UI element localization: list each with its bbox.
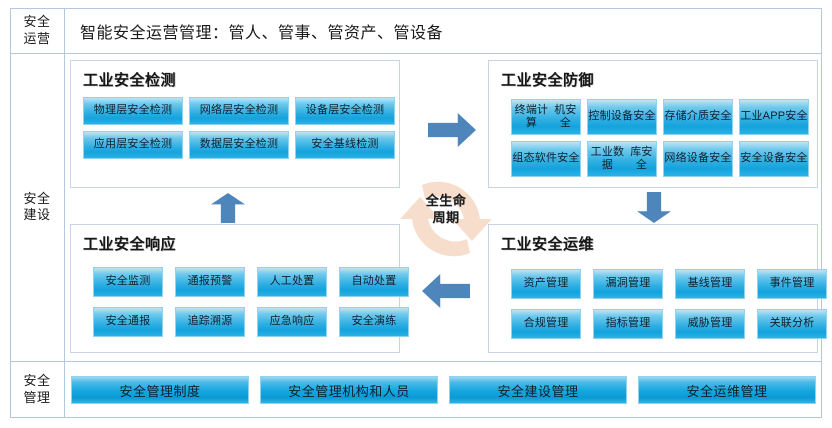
chip-item[interactable]: 自动处置 bbox=[339, 267, 409, 297]
sidebar-item-security-management: 安全 管理 bbox=[10, 361, 64, 418]
management-chip-policy[interactable]: 安全管理制度 bbox=[71, 376, 249, 404]
chip-item[interactable]: 安全监测 bbox=[93, 267, 163, 297]
chip-grid-maintenance: 资产管理 漏洞管理 基线管理 事件管理 合规管理 指标管理 威胁管理 关联分析 bbox=[511, 269, 827, 339]
sidebar-item-label-line2: 运营 bbox=[23, 30, 51, 46]
chip-item[interactable]: 应急响应 bbox=[257, 307, 327, 337]
lifecycle-label: 全生命 周期 bbox=[392, 193, 500, 227]
chip-item[interactable]: 数据层安全检测 bbox=[189, 131, 289, 159]
panel-title: 工业安全运维 bbox=[501, 236, 595, 253]
sidebar-item-label-line1: 安全 bbox=[23, 373, 51, 389]
chip-item[interactable]: 存储介质安全 bbox=[663, 99, 733, 135]
chip-item[interactable]: 人工处置 bbox=[257, 267, 327, 297]
lifecycle-label-line1: 全生命 bbox=[425, 193, 467, 208]
panel-title: 工业安全防御 bbox=[501, 72, 595, 89]
chip-item[interactable]: 通报预警 bbox=[175, 267, 245, 297]
sidebar-item-label-line1: 安全 bbox=[23, 190, 51, 206]
chip-item[interactable]: 应用层安全检测 bbox=[83, 131, 183, 159]
divider-operations-construction bbox=[10, 53, 822, 54]
divider-construction-management bbox=[10, 361, 822, 362]
sidebar-item-label-line2: 建设 bbox=[23, 207, 51, 222]
chip-item[interactable]: 安全设备安全 bbox=[739, 141, 809, 177]
chip-item[interactable]: 安全基线检测 bbox=[295, 131, 395, 159]
sidebar-item-security-operations: 安全 运营 bbox=[10, 8, 64, 53]
chip-item[interactable]: 合规管理 bbox=[511, 309, 581, 339]
lifecycle-cycle: 全生命 周期 bbox=[392, 165, 500, 273]
panel-industrial-security-response: 工业安全响应 安全监测 通报预警 人工处置 自动处置 安全通报 追踪溯源 应急响… bbox=[70, 224, 409, 353]
header: 智能安全运营管理：管人、管事、管资产、管设备 bbox=[66, 9, 821, 53]
chip-item[interactable]: 组态软件安全 bbox=[511, 141, 581, 177]
chip-item[interactable]: 设备层安全检测 bbox=[295, 97, 395, 125]
panel-title: 工业安全响应 bbox=[83, 236, 177, 253]
management-bar: 安全管理制度 安全管理机构和人员 安全建设管理 安全运维管理 bbox=[66, 369, 821, 411]
sidebar-item-security-construction: 安全 建设 bbox=[10, 54, 64, 360]
chip-item[interactable]: 安全演练 bbox=[339, 307, 409, 337]
chip-item[interactable]: 资产管理 bbox=[511, 269, 581, 299]
chip-item[interactable]: 漏洞管理 bbox=[593, 269, 663, 299]
panel-title: 工业安全检测 bbox=[83, 72, 177, 89]
page-title: 智能安全运营管理：管人、管事、管资产、管设备 bbox=[80, 25, 444, 42]
sidebar-item-label-line1: 安全 bbox=[23, 14, 51, 30]
chip-item[interactable]: 工业数据库安全 bbox=[587, 141, 657, 177]
lifecycle-label-line2: 周期 bbox=[432, 209, 460, 225]
chip-item[interactable]: 网络设备安全 bbox=[663, 141, 733, 177]
chip-grid-response: 安全监测 通报预警 人工处置 自动处置 安全通报 追踪溯源 应急响应 安全演练 bbox=[93, 267, 409, 337]
chip-item[interactable]: 关联分析 bbox=[757, 309, 827, 339]
chip-item[interactable]: 网络层安全检测 bbox=[189, 97, 289, 125]
chip-item[interactable]: 指标管理 bbox=[593, 309, 663, 339]
chip-item[interactable]: 追踪溯源 bbox=[175, 307, 245, 337]
chip-item[interactable]: 威胁管理 bbox=[675, 309, 745, 339]
chip-item[interactable]: 基线管理 bbox=[675, 269, 745, 299]
circular-cycle-arrow-icon bbox=[400, 181, 492, 257]
chip-item[interactable]: 物理层安全检测 bbox=[83, 97, 183, 125]
management-chip-operations[interactable]: 安全运维管理 bbox=[638, 376, 816, 404]
chip-item[interactable]: 事件管理 bbox=[757, 269, 827, 299]
sidebar: 安全 运营 安全 建设 安全 管理 bbox=[10, 8, 65, 418]
management-chip-construction[interactable]: 安全建设管理 bbox=[449, 376, 627, 404]
chip-item[interactable]: 终端计算机安全 bbox=[511, 99, 581, 135]
sidebar-item-label-line2: 管理 bbox=[23, 389, 51, 405]
management-chip-org-people[interactable]: 安全管理机构和人员 bbox=[260, 376, 438, 404]
panel-industrial-security-maintenance: 工业安全运维 资产管理 漏洞管理 基线管理 事件管理 合规管理 指标管理 威胁管… bbox=[488, 224, 827, 353]
panel-industrial-security-detection: 工业安全检测 物理层安全检测 网络层安全检测 设备层安全检测 应用层安全检测 数… bbox=[70, 60, 400, 188]
chip-grid-detection: 物理层安全检测 网络层安全检测 设备层安全检测 应用层安全检测 数据层安全检测 … bbox=[83, 97, 395, 159]
chip-item[interactable]: 安全通报 bbox=[93, 307, 163, 337]
chip-item[interactable]: 控制设备安全 bbox=[587, 99, 657, 135]
